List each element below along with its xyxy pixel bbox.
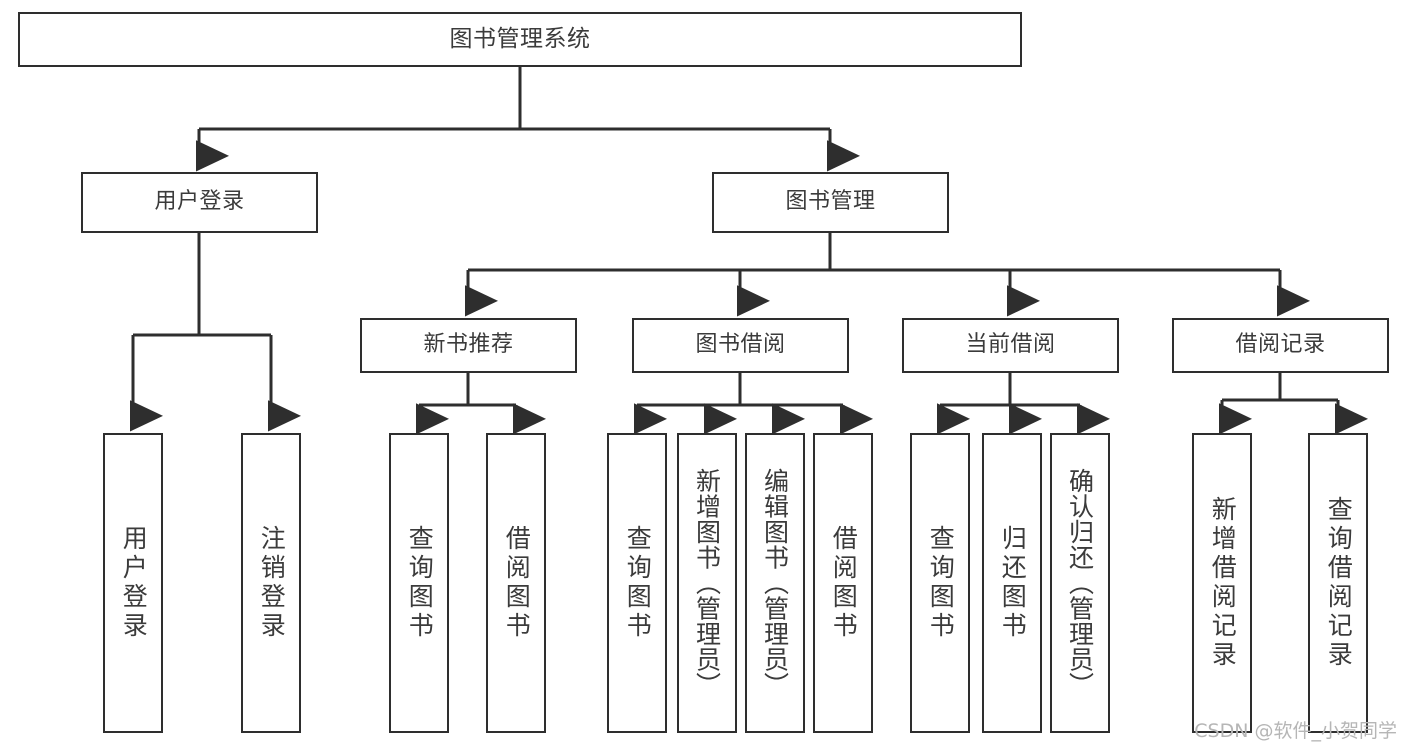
leaf-add-book-admin[interactable]: 新增图书（管理员） [677, 433, 737, 733]
node-label: 用户登录 [119, 525, 149, 641]
node-book-management[interactable]: 图书管理 [712, 172, 949, 233]
node-label: 用户登录 [154, 189, 245, 215]
node-label: 借阅记录 [1235, 332, 1326, 358]
watermark-text: CSDN @软件_小贺同学 [1194, 720, 1397, 742]
node-current-borrow[interactable]: 当前借阅 [902, 318, 1119, 373]
node-label: 新增借阅记录 [1208, 496, 1238, 670]
node-label: 新增图书（管理员） [692, 468, 722, 698]
node-new-book-recommend[interactable]: 新书推荐 [360, 318, 577, 373]
node-label: 查询图书 [926, 525, 956, 641]
node-label: 确认归还（管理员） [1065, 468, 1095, 698]
node-label: 当前借阅 [965, 332, 1056, 358]
node-user-login[interactable]: 用户登录 [81, 172, 318, 233]
node-label: 借阅图书 [502, 525, 532, 641]
leaf-confirm-return-admin[interactable]: 确认归还（管理员） [1050, 433, 1110, 733]
node-label: 注销登录 [257, 525, 287, 641]
node-book-borrow[interactable]: 图书借阅 [632, 318, 849, 373]
leaf-borrow-book[interactable]: 借阅图书 [813, 433, 873, 733]
leaf-edit-book-admin[interactable]: 编辑图书（管理员） [745, 433, 805, 733]
node-label: 归还图书 [998, 525, 1028, 641]
node-label: 查询借阅记录 [1324, 496, 1354, 670]
leaf-user-login[interactable]: 用户登录 [103, 433, 163, 733]
node-label: 新书推荐 [423, 332, 514, 358]
leaf-query-book-current[interactable]: 查询图书 [910, 433, 970, 733]
leaf-query-book-borrow[interactable]: 查询图书 [607, 433, 667, 733]
node-label: 图书借阅 [695, 332, 786, 358]
leaf-return-book[interactable]: 归还图书 [982, 433, 1042, 733]
node-label: 查询图书 [623, 525, 653, 641]
leaf-add-borrow-record[interactable]: 新增借阅记录 [1192, 433, 1252, 733]
leaf-query-borrow-record[interactable]: 查询借阅记录 [1308, 433, 1368, 733]
node-label: 图书管理系统 [449, 25, 591, 52]
node-label: 查询图书 [405, 525, 435, 641]
node-label: 编辑图书（管理员） [760, 468, 790, 698]
node-label: 图书管理 [785, 189, 876, 215]
node-book-management-system[interactable]: 图书管理系统 [18, 12, 1022, 67]
leaf-query-book-recommend[interactable]: 查询图书 [389, 433, 449, 733]
leaf-borrow-book-recommend[interactable]: 借阅图书 [486, 433, 546, 733]
leaf-logout[interactable]: 注销登录 [241, 433, 301, 733]
node-borrow-record[interactable]: 借阅记录 [1172, 318, 1389, 373]
node-label: 借阅图书 [829, 525, 859, 641]
